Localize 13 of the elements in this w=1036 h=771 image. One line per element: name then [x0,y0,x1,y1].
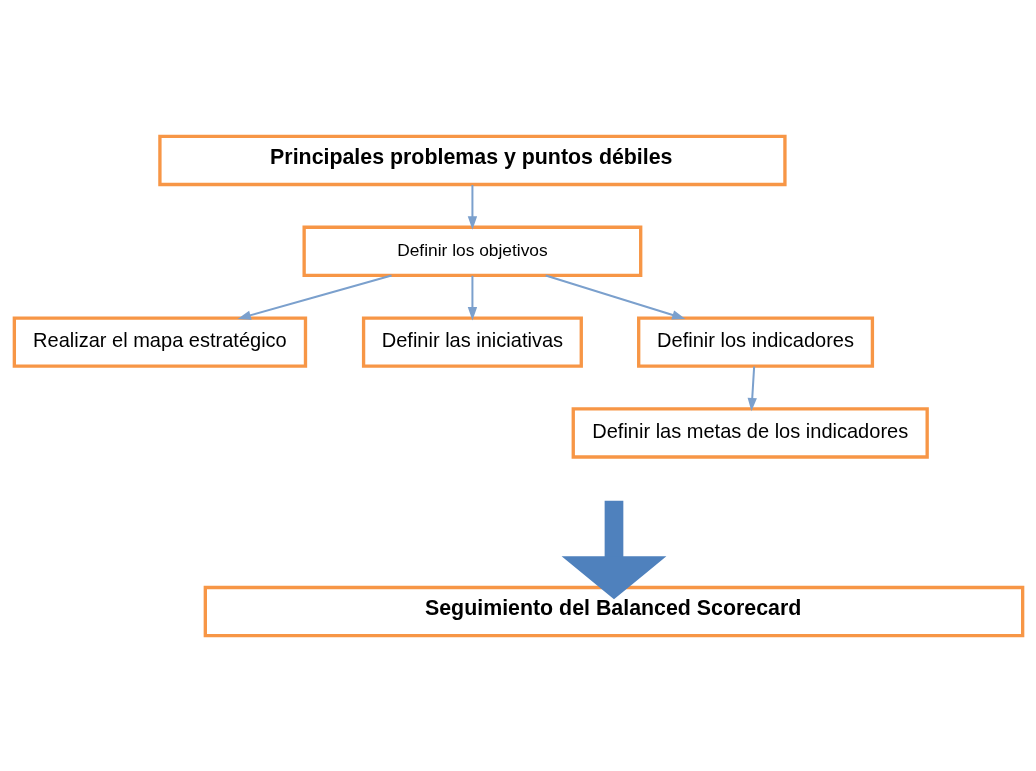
arrow [237,273,393,320]
arrow [561,500,666,599]
node-box: Realizar el mapa estratégico [12,315,307,368]
node-box: Seguimiento del Balanced Scorecard [203,585,1024,637]
node-box: Definir los indicadores [636,315,874,368]
node-box: Principales problemas y puntos débiles [157,134,787,186]
arrow [467,183,477,230]
node-box: Definir las metas de los indicadores [571,406,929,459]
arrow [544,273,685,319]
node-box: Definir las iniciativas [361,315,583,368]
arrow [467,274,477,320]
arrow [747,365,757,411]
node-box: Definir los objetivos [301,225,642,277]
